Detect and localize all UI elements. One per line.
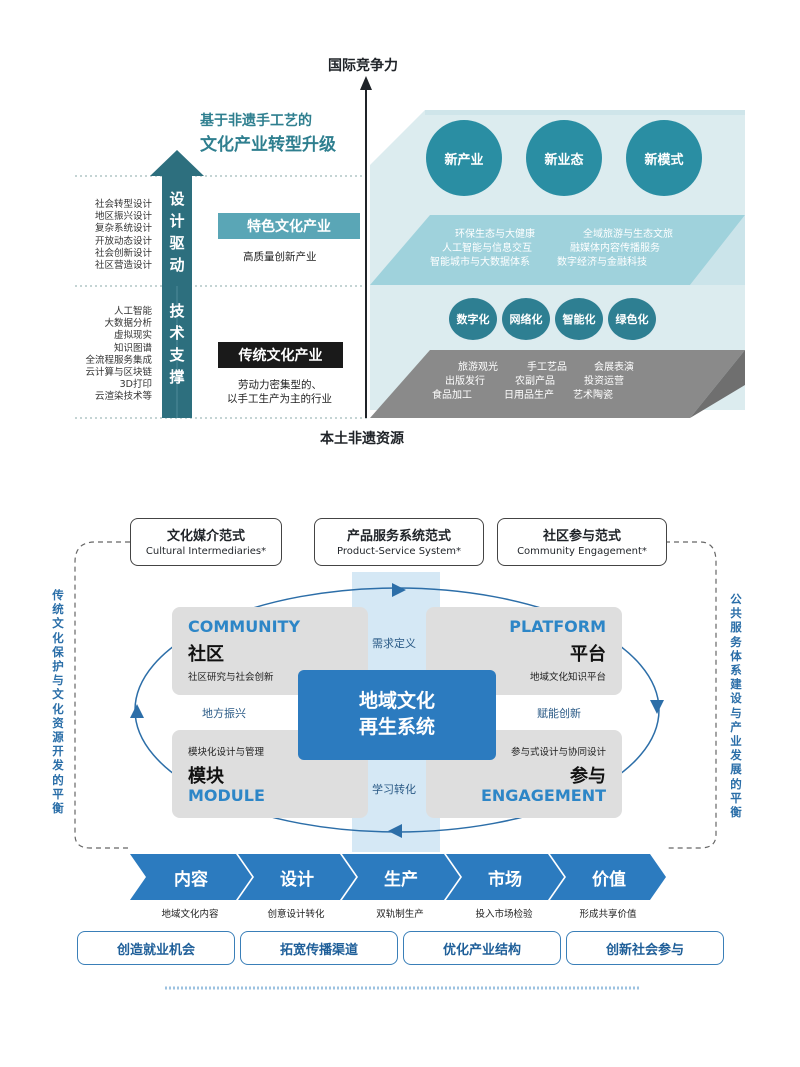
circle-new-industry: 新产业 [426,120,502,196]
circle-new-format: 新业态 [526,120,602,196]
orbit-arrow-right [650,700,664,714]
stage-chevron [342,854,460,900]
stage-market-sub: 投入市场检验 [475,909,533,920]
mid-plate-item: 人工智能与信息交互 [442,243,532,254]
stage-design: 设计 [280,869,314,890]
bottom-plate-item: 出版发行 [445,376,485,387]
mid-plate-item: 数字经济与金融科技 [557,257,647,268]
traditional-industry-desc-1: 劳动力密集型的、 [238,379,322,391]
bottom-plate-item: 艺术陶瓷 [573,390,613,401]
design-drive-label: 设计驱动 [169,190,185,274]
headline-line-2: 文化产业转型升级 [200,135,336,155]
circle-new-model: 新模式 [626,120,702,196]
pill-green: 绿色化 [606,296,658,342]
stage-content: 内容 [174,869,208,890]
block-top-band [425,110,745,115]
link-demand-definition: 需求定义 [372,637,416,650]
stage-content-sub: 地域文化内容 [161,909,219,920]
list-item: 社会转型设计 [94,199,152,210]
list-item: 全流程服务集成 [85,354,152,366]
y-axis-arrow [360,76,372,90]
bottom-plate [370,350,745,418]
featured-industry-label: 特色文化产业 [218,213,360,239]
list-item: 大数据分析 [104,318,152,330]
link-learning-transformation: 学习转化 [372,783,416,796]
tech-support-label: 技术支撑 [169,302,185,386]
bottom-plate-side [690,350,745,418]
list-item: 地区振兴设计 [94,211,152,223]
list-item: 社区营造设计 [94,260,152,272]
list-item: 社会创新设计 [94,247,152,259]
list-item: 开放动态设计 [94,235,152,247]
stage-value-sub: 形成共享价值 [579,909,637,920]
orbit-arrow-top [392,583,406,597]
pill-digital: 数字化 [447,296,499,342]
list-item: 知识图谱 [113,342,152,354]
bottom-plate-item: 农副产品 [515,376,555,387]
mid-plate-shadow [370,215,745,285]
traditional-industry-label: 传统文化产业 [218,342,343,368]
bottom-plate-item: 手工艺品 [527,362,567,373]
stage-production-sub: 双轨制生产 [376,909,424,920]
stage-chevron [446,854,564,900]
stage-value: 价值 [592,869,626,890]
list-item: 虚拟现实 [113,330,152,342]
paradigm-cultural-intermediaries: 文化媒介范式 Cultural Intermediaries* [130,518,282,566]
pill-intelligent: 智能化 [553,296,605,342]
y-axis-label: 国际竞争力 [328,58,398,74]
design-drive-list: 社会转型设计 地区振兴设计 复杂系统设计 开放动态设计 社会创新设计 社区营造设… [70,199,152,272]
pill-networked: 网络化 [500,296,552,342]
orbit-arrow-bottom [388,824,402,838]
list-item: 云渲染技术等 [94,391,152,403]
mid-plate-item: 融媒体内容传播服务 [570,243,660,254]
outer-dashed-frame [74,541,717,849]
stage-chevron [130,854,252,900]
drive-column-arrowhead [150,150,204,176]
mid-plate-item: 环保生态与大健康 [455,229,535,240]
headline-line-1: 基于非遗手工艺的 [200,113,312,129]
list-item: 复杂系统设计 [94,223,152,235]
mid-plate-item: 智能城市与大数据体系 [430,257,530,268]
stage-chevron [550,854,666,900]
list-item: 人工智能 [113,306,152,317]
featured-industry-desc: 高质量创新产业 [243,251,317,263]
orbit-arrow-left [130,704,144,718]
stage-production: 生产 [384,869,418,890]
tech-support-list: 人工智能 大数据分析 虚拟现实 知识图谱 全流程服务集成 云计算与区块链 3D打… [60,306,152,404]
outcome-employment: 创造就业机会 [77,931,235,965]
bottom-plate-item: 食品加工 [432,390,472,401]
mid-plate [370,215,745,285]
stage-chevron [238,854,356,900]
stage-design-sub: 创意设计转化 [267,909,325,920]
bottom-plate-item: 旅游观光 [458,362,498,373]
paradigm-community-engagement: 社区参与范式 Community Engagement* [497,518,667,566]
stage-market: 市场 [488,869,522,890]
bottom-plate-item: 会展表演 [594,362,634,373]
link-empowering-innovation: 赋能创新 [537,707,581,720]
bottom-plate-item: 日用品生产 [504,390,554,401]
x-axis-label: 本土非遗资源 [320,431,404,447]
right-balance-text: 公共服务体系建设与产业发展的平衡 [730,592,742,820]
mid-plate-item: 全域旅游与生态文旅 [583,229,673,240]
list-item: 3D打印 [119,379,152,391]
outcome-social-participation: 创新社会参与 [566,931,724,965]
link-local-revitalization: 地方振兴 [202,707,246,720]
paradigm-product-service-system: 产品服务系统范式 Product-Service System* [314,518,484,566]
left-balance-text: 传统文化保护与文化资源开发的平衡 [52,588,64,816]
regional-culture-regeneration-system: 地域文化 再生系统 [298,670,496,760]
traditional-industry-desc-2: 以手工生产为主的行业 [227,393,332,405]
outcome-channels: 拓宽传播渠道 [240,931,398,965]
list-item: 云计算与区块链 [85,367,152,379]
outcome-industry-structure: 优化产业结构 [403,931,561,965]
bottom-plate-item: 投资运营 [584,376,624,387]
